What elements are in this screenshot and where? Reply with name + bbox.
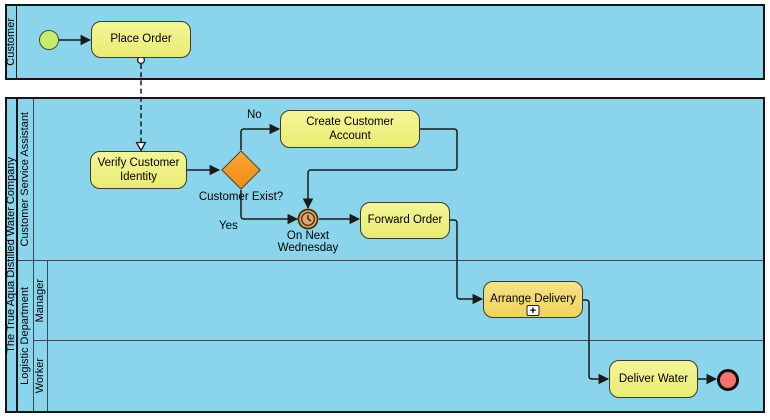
lane-worker-label-strip[interactable]: Worker (34, 341, 48, 411)
lane-manager-label-strip[interactable]: Manager (34, 261, 48, 340)
lane-manager-body (48, 261, 763, 340)
pool-company-label-strip[interactable]: The True Aqua Distilled Water Company (5, 99, 18, 411)
task-place-order-label: Place Order (110, 33, 172, 46)
end-event[interactable] (717, 369, 739, 391)
pool-customer-name: Customer (5, 18, 17, 66)
subprocess-arrange-delivery-label: Arrange Delivery (490, 293, 576, 306)
task-forward-order-label: Forward Order (367, 214, 443, 227)
timer-event-label: On Next Wednesday (277, 230, 339, 254)
company-lane-stack: Customer Service Assistant Logistic Depa… (18, 99, 763, 411)
ld-sublane-stack: Manager Worker (34, 261, 763, 411)
subprocess-plus-icon[interactable]: + (526, 305, 540, 316)
task-verify-customer-identity[interactable]: Verify Customer Identity (90, 151, 187, 189)
pool-customer-label-strip[interactable]: Customer (5, 6, 17, 78)
timer-event[interactable] (297, 208, 319, 230)
start-event[interactable] (39, 30, 59, 50)
lane-logistic-department: Logistic Department Manager Worker (18, 261, 763, 411)
lane-csa-label-strip[interactable]: Customer Service Assistant (18, 99, 34, 260)
lane-customer-service-assistant: Customer Service Assistant (18, 99, 763, 261)
task-deliver-water[interactable]: Deliver Water (609, 360, 698, 398)
gateway-customer-exist-label: Customer Exist? (198, 191, 284, 203)
lane-worker-name: Worker (34, 358, 46, 394)
task-create-customer-account-label: Create Customer Account (306, 115, 394, 142)
lane-ld-name: Logistic Department (19, 287, 31, 385)
task-verify-customer-identity-label: Verify Customer Identity (97, 156, 180, 183)
lane-csa-name: Customer Service Assistant (19, 112, 31, 247)
flow-label-no: No (247, 109, 262, 121)
task-create-customer-account[interactable]: Create Customer Account (280, 110, 420, 148)
task-forward-order[interactable]: Forward Order (360, 202, 450, 239)
task-place-order[interactable]: Place Order (91, 21, 191, 58)
flow-label-yes: Yes (219, 220, 238, 232)
lane-manager-name: Manager (34, 278, 46, 323)
task-deliver-water-label: Deliver Water (618, 372, 689, 385)
timer-clock-icon (307, 214, 312, 222)
lane-ld-label-strip[interactable]: Logistic Department (18, 261, 34, 411)
lane-worker: Worker (34, 341, 763, 411)
lane-manager: Manager (34, 261, 763, 341)
subprocess-arrange-delivery[interactable]: Arrange Delivery + (483, 281, 583, 318)
pool-company-name: The True Aqua Distilled Water Company (5, 157, 17, 353)
